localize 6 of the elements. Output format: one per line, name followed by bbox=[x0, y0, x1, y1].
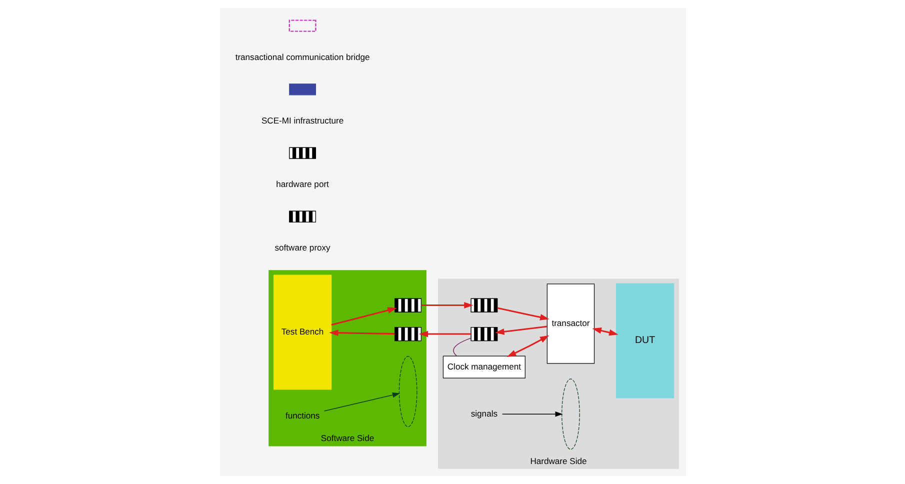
legend-label: SCE-MI infrastructure bbox=[260, 115, 344, 126]
legend-label: hardware port bbox=[276, 179, 328, 190]
legend-label: transactional communication bridge bbox=[234, 52, 370, 62]
node-text: functions bbox=[284, 410, 320, 420]
legend-label: software proxy bbox=[274, 242, 330, 253]
node-text: signals bbox=[470, 408, 497, 418]
